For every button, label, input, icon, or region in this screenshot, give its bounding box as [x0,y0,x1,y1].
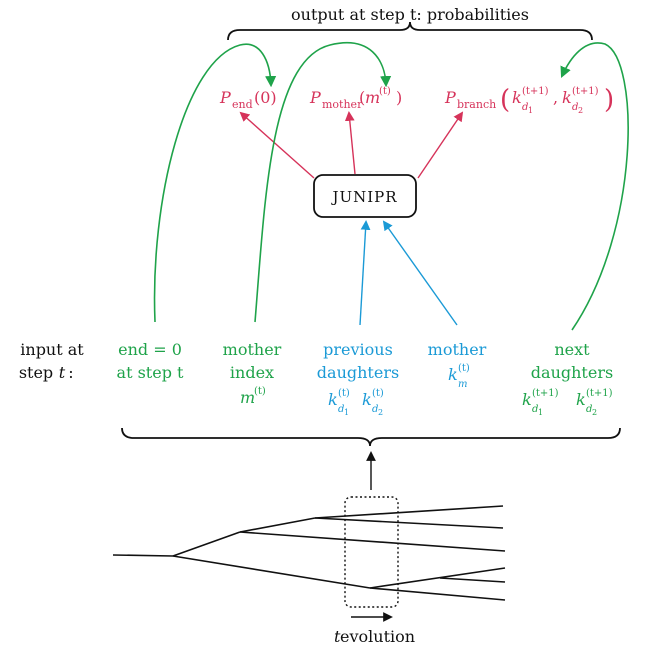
svg-text:(t): (t) [254,386,266,397]
svg-text:t: t [334,627,341,646]
svg-text:daughters: daughters [317,363,399,382]
svg-text:at step t: at step t [117,363,184,382]
svg-text:index: index [230,363,274,382]
svg-text:2: 2 [378,408,383,417]
svg-text:d: d [372,404,378,415]
svg-text:t: t [59,363,66,382]
input-mother-momentum: mother k (t) m [428,340,487,390]
svg-text:): ) [396,88,402,107]
svg-text:evolution: evolution [340,627,415,646]
branching-tree [112,505,506,601]
svg-text:end = 0: end = 0 [118,340,182,359]
input-label: input at step t : [19,340,84,382]
svg-text:(0): (0) [254,88,277,107]
svg-text:k: k [562,88,572,107]
svg-text:(: ( [359,88,365,107]
svg-text:d: d [532,404,538,415]
feedback-arrow-mother [254,42,392,323]
arrow-from-prev-daughters [359,220,371,326]
svg-text:input at: input at [20,340,84,359]
svg-text:k: k [328,390,338,409]
svg-text:k: k [362,390,372,409]
output-title: output at step t: probabilities [291,5,529,24]
svg-text:daughters: daughters [531,363,613,382]
svg-text:mother: mother [322,98,363,111]
arrow-to-p-mother [344,111,356,175]
svg-text:d: d [522,102,528,113]
svg-text:1: 1 [538,408,543,417]
svg-text:step: step [19,363,53,382]
feedback-arrow-branch [560,42,629,331]
junipr-box [313,174,417,218]
svg-text:branch: branch [457,98,496,111]
svg-text:mother: mother [223,340,282,359]
input-end-flag: end = 0 at step t [117,340,184,382]
junipr-label: JUNIPR [330,188,397,206]
svg-text:end: end [232,98,253,111]
svg-text:d: d [338,404,344,415]
svg-text:m: m [240,388,255,407]
svg-text:mother: mother [428,340,487,359]
svg-text::: : [68,363,73,382]
svg-text:k: k [576,390,586,409]
svg-text:(t): (t) [338,388,350,399]
arrow-to-p-branch [417,111,464,179]
svg-text:P: P [444,88,456,107]
tree-caption: t evolution [334,627,415,646]
svg-text:(t): (t) [372,388,384,399]
svg-text:P: P [219,88,231,107]
svg-text:(t): (t) [458,363,470,374]
arrow-to-p-end [239,111,315,179]
svg-text:d: d [586,404,592,415]
p-end-output: P end (0) [219,88,277,111]
svg-text:(t+1): (t+1) [586,388,613,399]
svg-text:,: , [553,88,558,107]
svg-text:m: m [458,379,467,390]
svg-text:P: P [309,88,321,107]
p-mother-output: P mother ( m (t) ) [309,86,402,111]
input-previous-daughters: previous daughters k (t) d 1 k (t) d 2 [317,340,399,417]
svg-text:2: 2 [578,106,583,115]
svg-text:(t+1): (t+1) [532,388,559,399]
svg-text:2: 2 [592,408,597,417]
svg-text:k: k [512,88,522,107]
arrow-from-mother-momentum [382,220,458,326]
svg-text:d: d [572,102,578,113]
svg-text:m: m [365,88,380,107]
svg-text:k: k [522,390,532,409]
input-brace [121,427,621,447]
feedback-arrow-end [153,43,277,323]
svg-text:1: 1 [528,106,533,115]
svg-text:k: k [448,365,458,384]
svg-text:): ) [604,85,614,115]
svg-text:(: ( [500,85,510,115]
input-mother-index: mother index m (t) [223,340,282,407]
output-brace [227,21,593,41]
svg-text:(t+1): (t+1) [572,86,599,97]
input-next-daughters: next daughters k (t+1) d 1 k (t+1) d 2 [522,340,613,417]
svg-text:previous: previous [323,340,393,359]
p-branch-output: P branch ( k (t+1) d 1 , k (t+1) d 2 ) [444,85,614,115]
svg-text:(t+1): (t+1) [522,86,549,97]
time-step-window [344,496,399,608]
svg-text:(t): (t) [379,86,391,97]
svg-text:next: next [554,340,590,359]
svg-text:1: 1 [344,408,349,417]
